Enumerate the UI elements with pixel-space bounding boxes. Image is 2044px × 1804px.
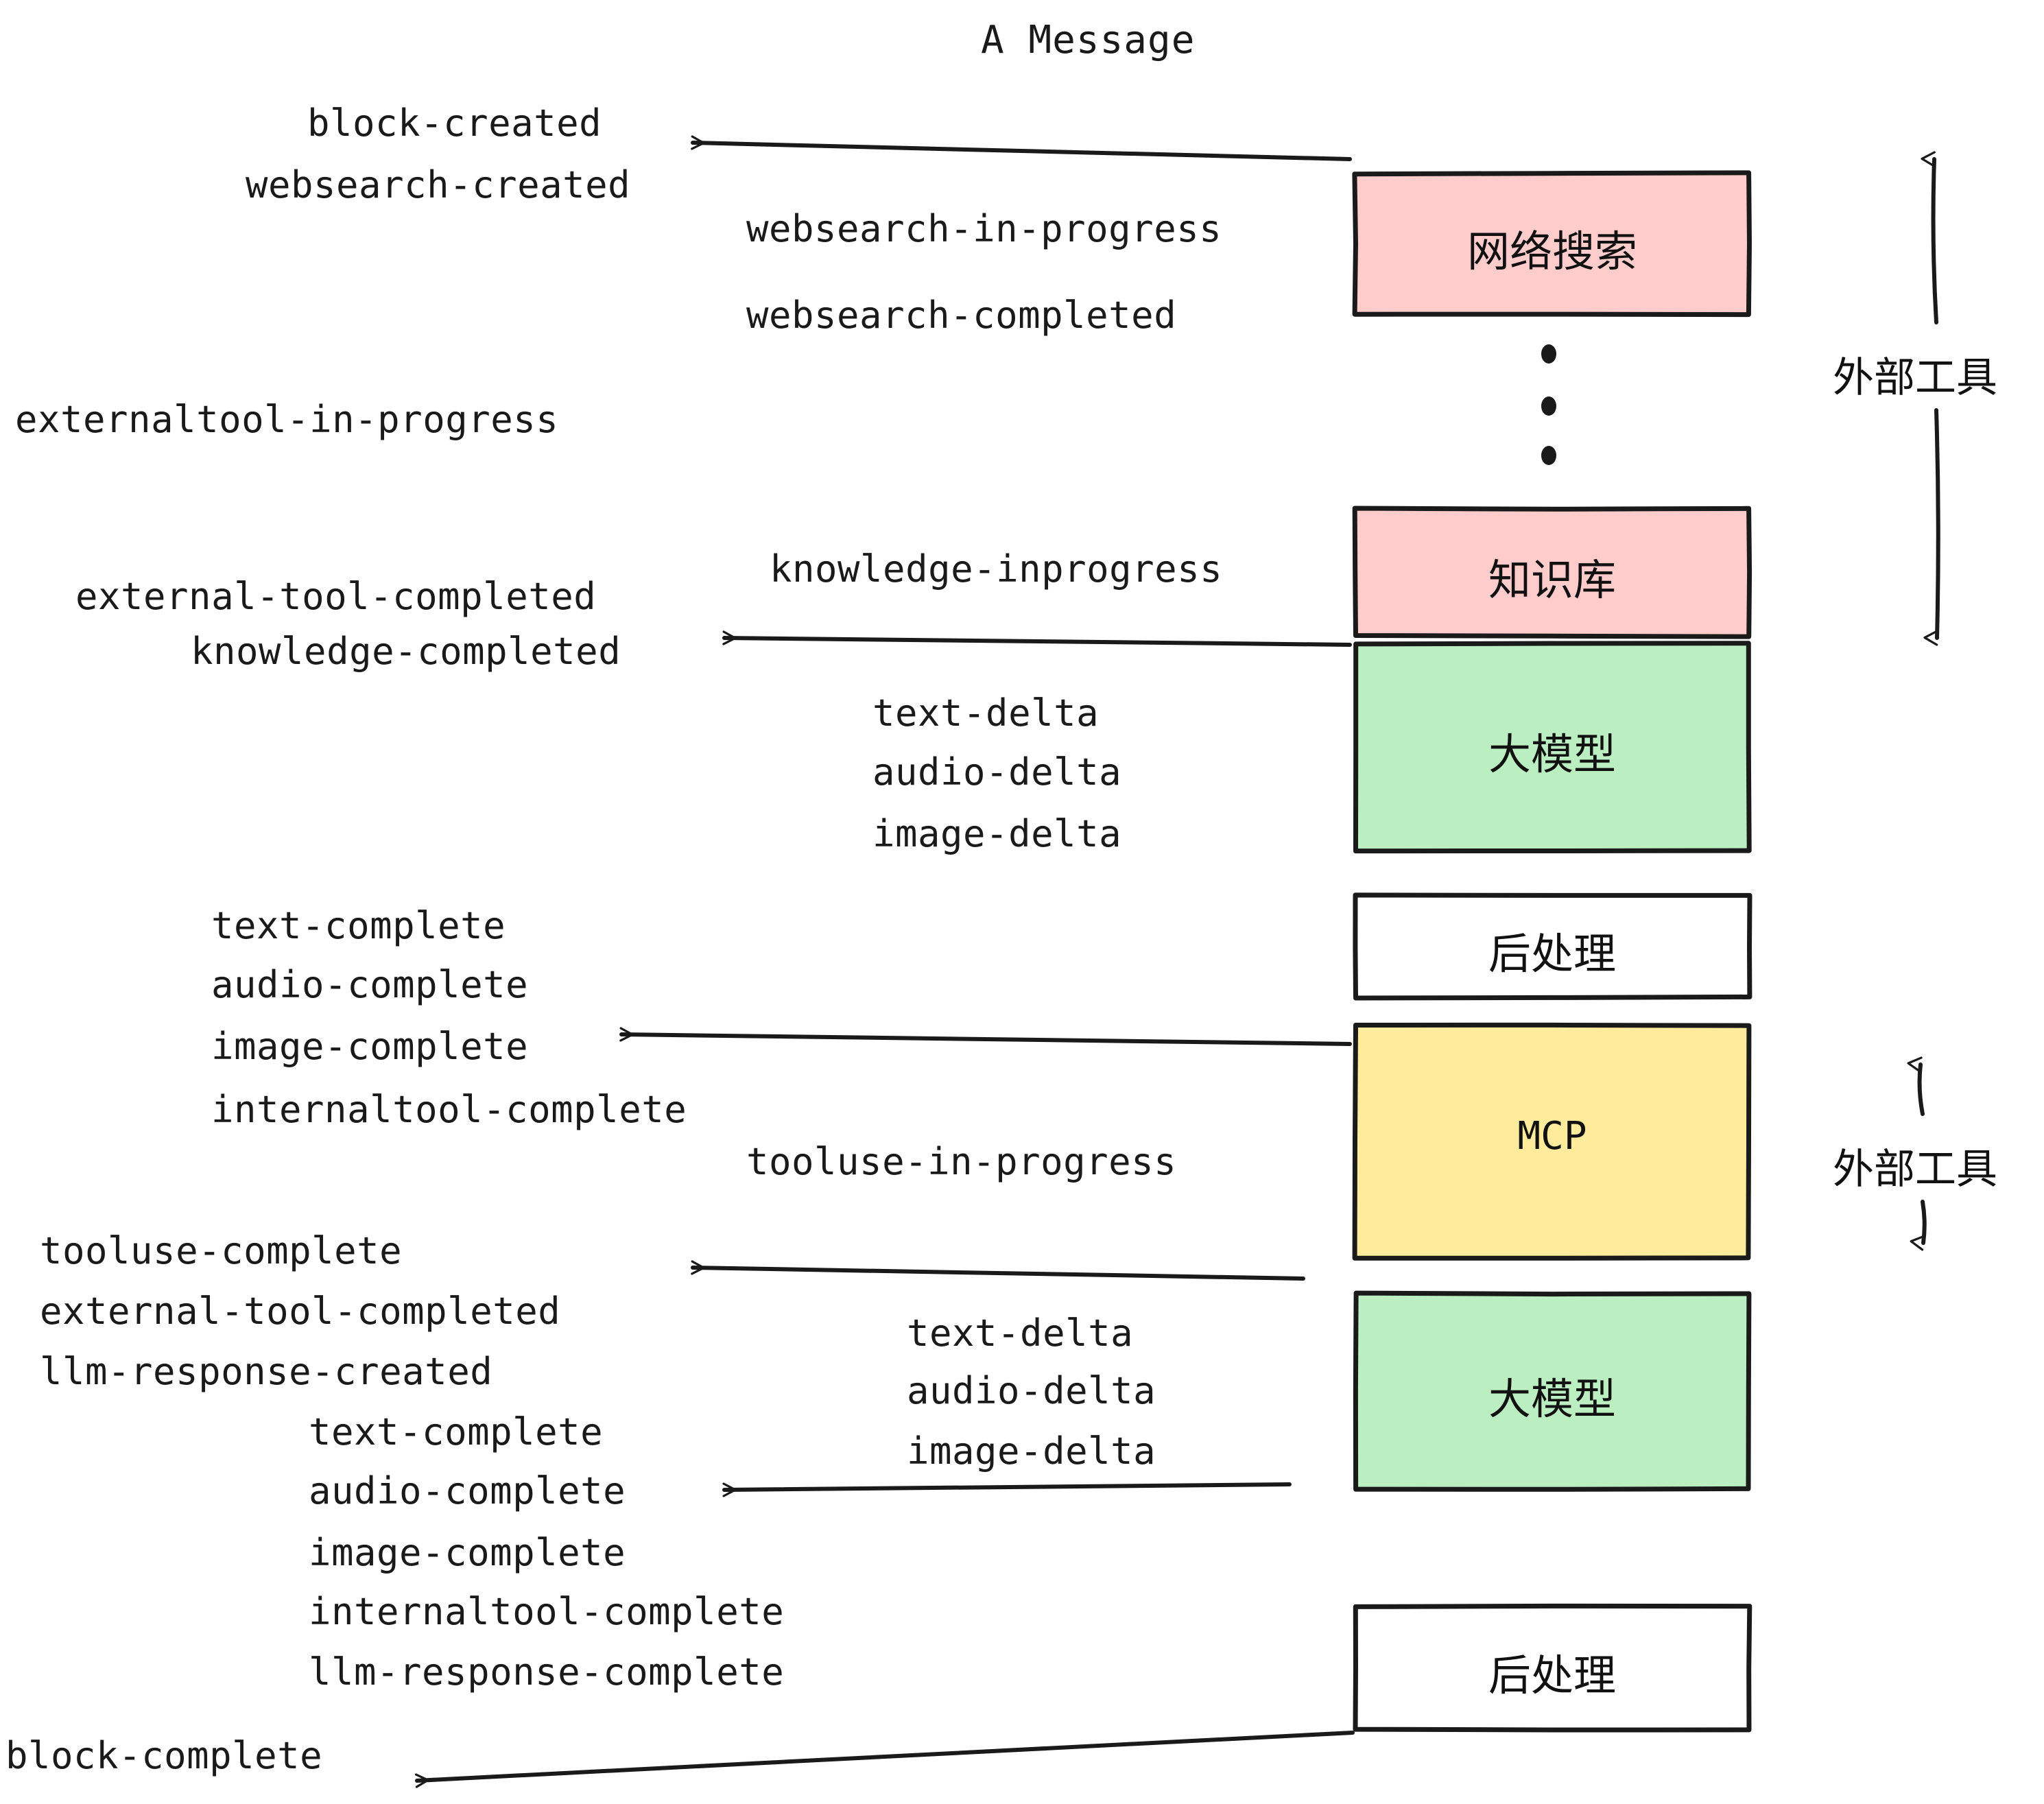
box-postprocess-2[interactable] xyxy=(1353,1603,1752,1733)
event-label-text-complete-1: text-complete xyxy=(211,904,506,947)
box-llm-2[interactable] xyxy=(1353,1290,1752,1492)
event-label-knowledge-completed: knowledge-completed xyxy=(191,630,621,673)
box-label-postprocess-1: 后处理 xyxy=(1488,929,1616,979)
box-outline-llm-2 xyxy=(1353,1290,1752,1492)
box-label-websearch: 网络搜索 xyxy=(1466,226,1637,276)
side-label-external-tool-bottom: 外部工具 xyxy=(1833,1146,1997,1194)
event-label-text-delta-1: text-delta xyxy=(872,691,1100,735)
box-outline-postprocess-1 xyxy=(1353,892,1752,1001)
box-outline-websearch xyxy=(1352,170,1752,318)
event-label-image-complete-2: image-complete xyxy=(309,1531,626,1574)
event-label-websearch-created: websearch-created xyxy=(246,163,631,206)
box-postprocess-1[interactable] xyxy=(1353,892,1752,1001)
box-label-knowledge: 知识库 xyxy=(1488,554,1616,605)
event-label-image-complete-1: image-complete xyxy=(211,1025,529,1068)
event-label-audio-complete-1: audio-complete xyxy=(211,963,529,1006)
ellipsis-dots-layer xyxy=(1541,344,1556,465)
event-label-tooluse-complete: tooluse-complete xyxy=(40,1229,403,1272)
box-websearch[interactable] xyxy=(1352,170,1752,318)
box-label-postprocess-2: 后处理 xyxy=(1488,1650,1616,1700)
diagram-title: A Message xyxy=(981,18,1196,62)
arrow-post-to-block xyxy=(414,1731,1355,1788)
external-tool-arrow-top-down xyxy=(1923,408,1940,646)
event-label-image-delta-1: image-delta xyxy=(872,812,1122,855)
event-label-block-created: block-created xyxy=(307,102,602,145)
box-label-mcp: MCP xyxy=(1517,1114,1587,1159)
box-outline-llm-1 xyxy=(1353,641,1752,854)
event-label-block-complete: block-complete xyxy=(5,1734,323,1777)
event-label-websearch-completed: websearch-completed xyxy=(746,294,1177,337)
box-outline-postprocess-2 xyxy=(1353,1603,1752,1733)
event-label-llm-response-complete: llm-response-complete xyxy=(309,1650,785,1694)
external-tool-arrow-top-up xyxy=(1921,151,1938,324)
arrow-llm2-to-tooluse xyxy=(691,1260,1305,1281)
event-label-external-tool-completed-1: external-tool-completed xyxy=(75,575,597,618)
event-label-internaltool-complete-2: internaltool-complete xyxy=(309,1590,785,1633)
box-outline-mcp xyxy=(1352,1022,1752,1261)
boxes-layer xyxy=(1352,170,1752,1733)
event-label-tooluse-in-progress: tooluse-in-progress xyxy=(746,1140,1177,1183)
event-label-websearch-in-progress: websearch-in-progress xyxy=(746,207,1222,250)
arrows-layer xyxy=(414,135,1940,1788)
box-label-llm-1: 大模型 xyxy=(1488,729,1616,779)
box-llm-1[interactable] xyxy=(1353,641,1752,854)
event-label-audio-delta-1: audio-delta xyxy=(872,750,1122,794)
event-label-externaltool-in-progress: externaltool-in-progress xyxy=(15,398,559,441)
box-mcp[interactable] xyxy=(1352,1022,1752,1261)
event-label-external-tool-completed-2: external-tool-completed xyxy=(40,1290,561,1333)
arrow-mcp-to-image xyxy=(619,1027,1352,1046)
side-label-external-tool-top: 外部工具 xyxy=(1833,354,1997,402)
box-knowledge[interactable] xyxy=(1352,506,1752,639)
event-label-llm-response-created: llm-response-created xyxy=(40,1350,493,1393)
box-outline-knowledge xyxy=(1352,506,1752,639)
event-label-audio-delta-2: audio-delta xyxy=(907,1369,1156,1412)
external-tool-arrow-bottom-down xyxy=(1910,1200,1927,1251)
arrow-websearch-to-block xyxy=(691,135,1352,161)
event-label-internaltool-complete-1: internaltool-complete xyxy=(211,1088,687,1131)
event-label-text-delta-2: text-delta xyxy=(907,1312,1134,1355)
arrow-llm-to-knowledge xyxy=(722,630,1352,647)
event-label-text-complete-2: text-complete xyxy=(309,1410,604,1453)
box-label-llm-2: 大模型 xyxy=(1488,1373,1616,1424)
event-label-image-delta-2: image-delta xyxy=(907,1429,1156,1473)
ellipsis-dot-2 xyxy=(1541,396,1556,416)
arrow-llm2-to-audio xyxy=(722,1482,1292,1497)
external-tool-arrow-bottom-up xyxy=(1907,1056,1925,1116)
ellipsis-dot-1 xyxy=(1541,344,1556,364)
event-label-audio-complete-2: audio-complete xyxy=(309,1469,626,1512)
ellipsis-dot-3 xyxy=(1541,446,1556,465)
event-label-knowledge-inprogress: knowledge-inprogress xyxy=(770,547,1223,591)
